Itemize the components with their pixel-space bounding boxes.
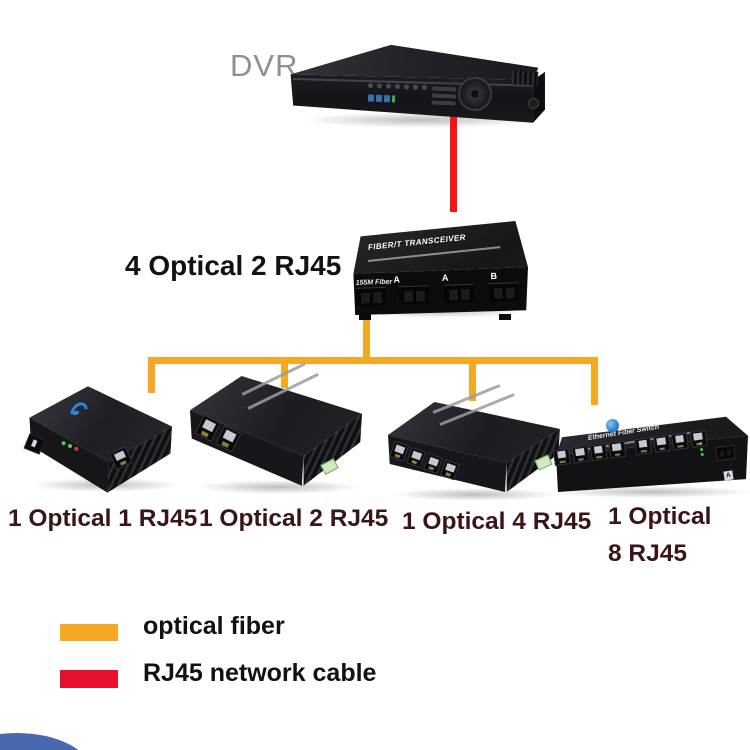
dvr-button (394, 84, 401, 90)
fiber-cable-drop-3 (469, 357, 476, 401)
dvr-display (367, 94, 396, 103)
device3-caption: 1 Optical 4 RJ45 (402, 508, 592, 535)
transceiver-device: FIBER/T TRANSCEIVER 155M Fiber A A B (346, 217, 529, 320)
device1-caption: 1 Optical 1 RJ45 (8, 505, 198, 532)
sc-fiber-port (399, 285, 430, 305)
dvr-vent-grille (512, 70, 539, 86)
fiber-cable-trunk (363, 306, 370, 360)
fiber-port-label: B (490, 270, 498, 281)
device4-caption-line2: 8 RJ45 (608, 540, 688, 567)
dvr-led (391, 95, 396, 103)
device2-caption: 1 Optical 2 RJ45 (199, 505, 389, 532)
dvr-side-face (533, 71, 545, 123)
dvr-button (421, 85, 428, 91)
dvr-device (288, 44, 546, 126)
dvr-button (412, 84, 419, 90)
device3-shadow (392, 488, 557, 501)
rj45-port (652, 435, 671, 454)
rj45-port (634, 437, 653, 456)
transceiver-front-panel: 155M Fiber A A B (346, 217, 529, 319)
rj45-port (670, 432, 689, 451)
rj45-port (552, 448, 571, 467)
dvr-power-button (527, 98, 539, 110)
legend-swatch-optical-fiber (60, 624, 118, 641)
dvr-display-segment (383, 94, 391, 103)
dvr-button (367, 83, 374, 89)
sc-fiber-port (443, 284, 475, 304)
transceiver-caption: 4 Optical 2 RJ45 (125, 250, 342, 281)
led (699, 441, 703, 446)
led (699, 447, 704, 451)
media-converter-1optical-2rj45 (190, 361, 362, 494)
rj45-port (607, 440, 626, 459)
rj45-port (571, 445, 590, 464)
sc-fiber-port (488, 282, 520, 302)
brand-logo-icon (606, 419, 619, 433)
rj45-port (689, 430, 708, 449)
rj45-port (589, 443, 608, 462)
media-converter-1optical-1rj45 (23, 384, 178, 496)
fiber-port-label: A (441, 272, 449, 283)
legend-label-rj45-cable: RJ45 network cable (143, 659, 377, 687)
device-foot (499, 314, 512, 320)
dvr-display-segment (367, 94, 375, 102)
dvr-jog-dial (458, 76, 493, 111)
legend-label-optical-fiber: optical fiber (143, 612, 285, 640)
transceiver-front-label: 155M Fiber (355, 278, 393, 287)
dvr-keypad (432, 82, 457, 105)
device4-caption-line1: 1 Optical (608, 503, 712, 530)
fiber-cable-drop-1 (148, 357, 155, 393)
device4-caption: 1 Optical 8 RJ45 (608, 498, 711, 572)
fiber-port-label: A (723, 470, 734, 481)
device-foot (358, 314, 371, 320)
fiber-cable-drop-4 (591, 357, 598, 405)
sc-fiber-port (355, 287, 387, 307)
dvr-button (385, 83, 392, 89)
dvr-display-segment (375, 94, 383, 102)
dvr-button (403, 84, 410, 90)
led (700, 452, 704, 456)
corner-decoration (0, 733, 92, 750)
fiber-port-label: A (393, 274, 401, 285)
media-converter-1optical-4rj45 (388, 384, 560, 502)
fiber-switch-1optical-8rj45: Ethernet Fiber Switch A (548, 416, 748, 492)
fiber-cable-bus (148, 357, 598, 364)
dvr-label: DVR (230, 48, 299, 83)
rj45-cable-line (450, 113, 457, 212)
dvr-button (376, 83, 383, 89)
legend-swatch-rj45-cable (60, 670, 118, 688)
device2-shadow (196, 480, 361, 494)
